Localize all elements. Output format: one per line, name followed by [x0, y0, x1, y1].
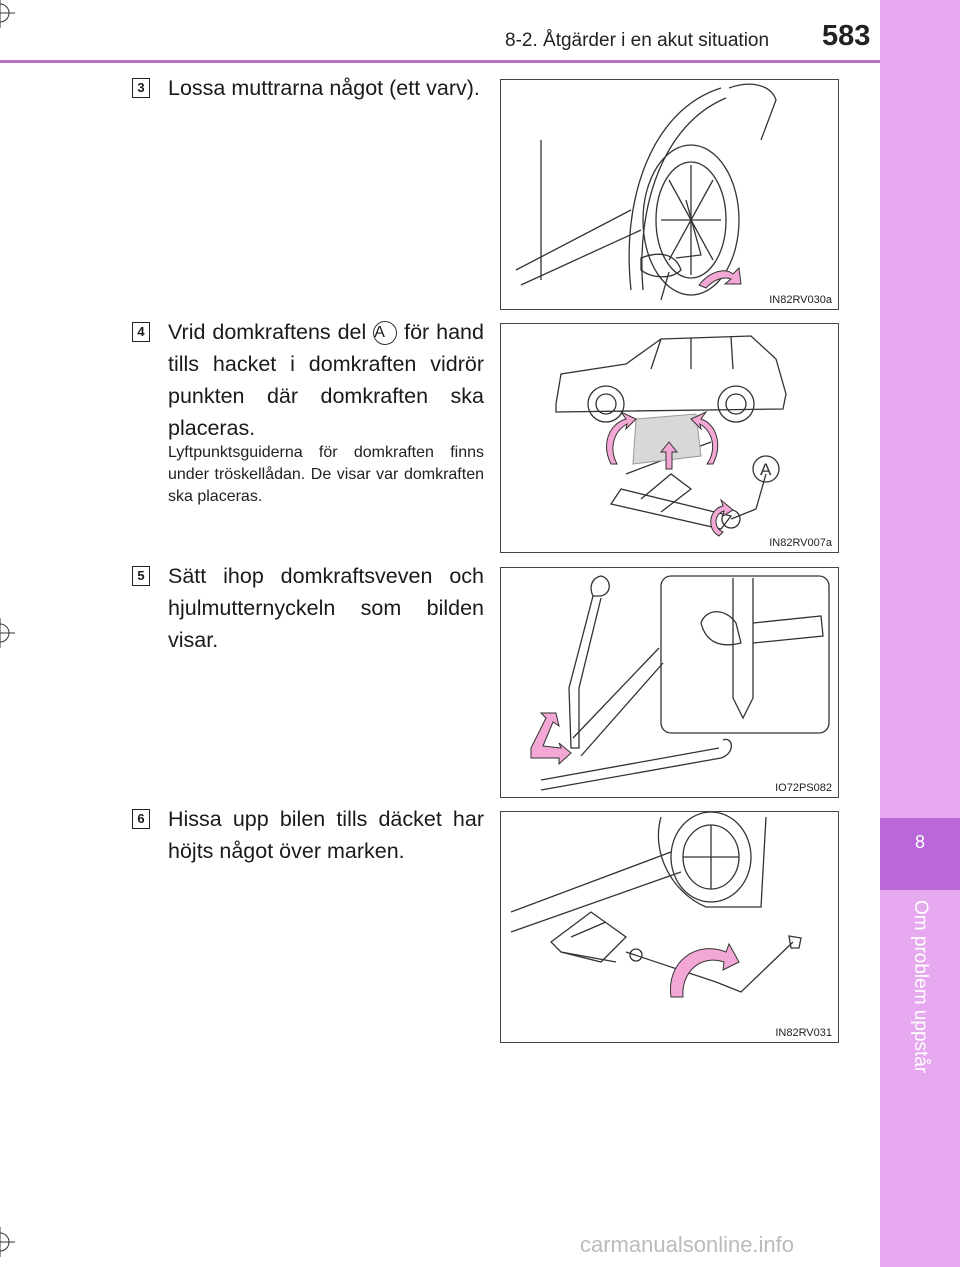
figure-jack-position: A IN82RV007a: [500, 323, 839, 553]
chapter-number-box: [880, 818, 960, 890]
step-number-4: 4: [132, 322, 150, 342]
step-4-text-before: Vrid domkraftens del: [168, 320, 367, 344]
chapter-side-tab: [880, 0, 960, 1267]
section-title: 8-2. Åtgärder i en akut situation: [505, 30, 770, 51]
step-number-5: 5: [132, 566, 150, 586]
raise-car-illustration: [510, 812, 802, 998]
figure-code: IN82RV007a: [769, 537, 832, 549]
step-number-6: 6: [132, 809, 150, 829]
figure-raise-car: IN82RV031: [500, 811, 839, 1043]
assemble-crank-illustration: [530, 575, 830, 791]
figure-code: IO72PS082: [775, 782, 832, 794]
step-4-text: Vrid domkraftens del A för hand tills ha…: [168, 316, 484, 444]
step-5-text: Sätt ihop domkraftsveven och hjulmuttern…: [168, 564, 484, 652]
header-rule: [0, 60, 880, 63]
chapter-title: Om problem uppstår: [910, 900, 931, 1074]
figure-loosen-nuts: IN82RV030a: [500, 79, 839, 310]
crosshair-mark-bottom-left: [0, 1227, 15, 1257]
step-number-3: 3: [132, 78, 150, 98]
jack-position-illustration: A: [555, 335, 787, 537]
figure-code: IN82RV030a: [769, 294, 832, 306]
figure-assemble-crank: IO72PS082: [500, 567, 839, 798]
step-6-text: Hissa upp bilen tills däcket har höjts n…: [168, 807, 484, 863]
chapter-number: 8: [914, 832, 925, 852]
figure-marker-a: A: [760, 460, 772, 479]
loosen-nuts-illustration: [515, 83, 777, 301]
step-3-text: Lossa muttrarna något (ett varv).: [168, 76, 480, 100]
marker-a: A: [373, 321, 398, 346]
step-4-note: Lyftpunktsguiderna för domkraften finns …: [168, 444, 484, 505]
page-number: 583: [822, 20, 871, 52]
figure-code: IN82RV031: [775, 1027, 832, 1039]
crosshair-mark-mid-left: [0, 618, 15, 648]
step-4-text-after: för hand tills hacket i domkraften vidrö…: [168, 320, 484, 440]
crosshair-mark-top-left: [0, 0, 15, 28]
watermark: carmanualsonline.info: [580, 1232, 795, 1257]
